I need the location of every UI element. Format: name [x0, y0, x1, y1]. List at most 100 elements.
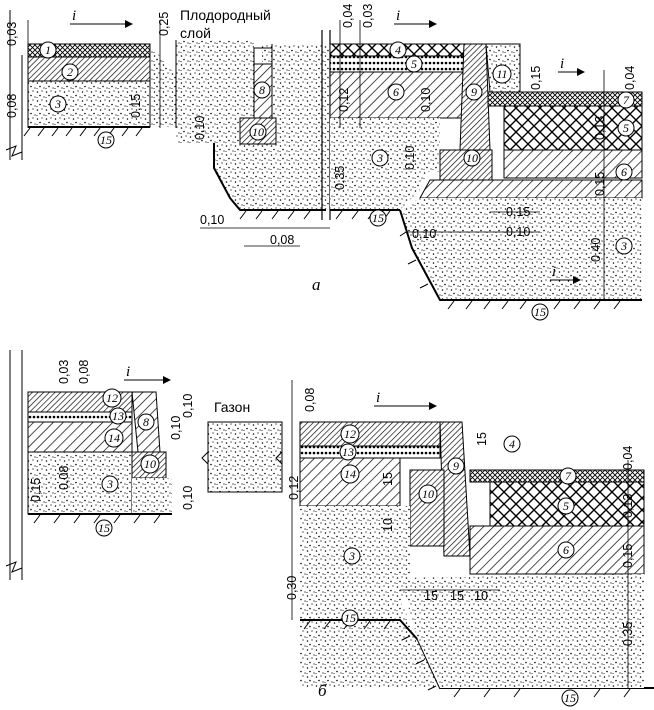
layer-2-base [27, 56, 151, 82]
callout-b-12: 4 [503, 435, 521, 453]
dim-a-2: 0,08 [5, 94, 19, 118]
svg-text:14: 14 [108, 431, 120, 445]
svg-text:8: 8 [259, 83, 265, 97]
fertile-layer-label-line1: Плодородный [180, 7, 271, 23]
callout-a-12: 10 [463, 149, 481, 167]
callout-b-8: 12 [340, 424, 360, 444]
dim-b-20: 0,35 [621, 622, 635, 646]
callout-a-1: 1 [39, 41, 57, 59]
svg-text:5: 5 [563, 499, 569, 513]
callout-a-16: 5 [617, 119, 635, 137]
callout-a-6: 10 [249, 123, 267, 141]
slope-label-a4: i [552, 264, 556, 280]
callout-b-19: 15 [561, 689, 579, 707]
right-sand [400, 198, 642, 300]
svg-text:3: 3 [106, 477, 113, 491]
dim-b-10: 15 [381, 472, 395, 486]
dim-b-11: 0,30 [285, 576, 299, 600]
callout-b-11: 9 [447, 457, 465, 475]
section-b: Газон i i 0,03 0,08 0,10 0,10 0,15 0,08 … [5, 350, 654, 707]
dim-b-2: 0,08 [77, 360, 91, 384]
callout-a-9: 6 [387, 83, 405, 101]
svg-text:15: 15 [100, 133, 112, 147]
layer-12b-surface [299, 421, 441, 447]
svg-text:15: 15 [344, 611, 356, 625]
svg-text:10: 10 [252, 125, 264, 139]
dim-b-13: 10 [381, 518, 395, 532]
dim-b-16: 10 [474, 589, 488, 603]
dim-a-11: 0,10 [419, 88, 433, 112]
svg-text:10: 10 [422, 487, 434, 501]
callout-b-16: 3 [343, 547, 361, 565]
callout-b-6: 3 [101, 475, 119, 493]
callout-a-8: 5 [405, 55, 423, 73]
svg-text:14: 14 [344, 467, 356, 481]
dim-a-7: 0,08 [270, 233, 294, 247]
callout-a-18: 3 [615, 237, 633, 255]
sand-b-right [400, 574, 644, 688]
svg-text:15: 15 [372, 211, 384, 225]
callout-a-11: 9 [465, 83, 483, 101]
callout-a-19: 15 [531, 303, 549, 321]
callout-b-1: 12 [102, 388, 122, 408]
svg-text:2: 2 [67, 65, 73, 79]
dim-a-1: 0,03 [5, 22, 19, 46]
dim-a-5: 0,10 [193, 116, 207, 140]
callout-a-15: 7 [617, 91, 635, 109]
callout-b-18: 15 [341, 609, 359, 627]
dim-b-9: 0,12 [287, 476, 301, 500]
svg-text:3: 3 [348, 549, 355, 563]
svg-text:1: 1 [45, 43, 51, 57]
dim-b-18: 0,13 [621, 494, 635, 518]
svg-text:9: 9 [453, 459, 459, 473]
svg-text:6: 6 [393, 85, 399, 99]
layer-3-sand [27, 80, 151, 128]
svg-text:4: 4 [395, 43, 401, 57]
slope-label-a2: i [396, 8, 400, 24]
dim-a-14: 0,15 [529, 66, 543, 90]
callout-b-7: 15 [95, 519, 113, 537]
svg-text:4: 4 [509, 437, 515, 451]
svg-text:5: 5 [623, 121, 629, 135]
dim-a-3: 0,15 [129, 94, 143, 118]
svg-text:5: 5 [411, 57, 417, 71]
dim-a-21: 0,10 [506, 225, 530, 239]
svg-text:3: 3 [54, 97, 61, 111]
layer-7b-surface [469, 469, 645, 483]
dim-a-4: 0,25 [157, 12, 171, 36]
svg-text:3: 3 [620, 239, 627, 253]
dim-a-12: 0,35 [333, 166, 347, 190]
svg-text:15: 15 [534, 305, 546, 319]
callout-b-13: 10 [418, 484, 438, 504]
dim-b-6: 0,08 [57, 466, 71, 490]
callout-a-3: 3 [49, 95, 67, 113]
slope-label-a3: i [560, 56, 564, 72]
svg-text:3: 3 [376, 151, 383, 165]
lawn-label: Газон [214, 399, 250, 415]
svg-text:15: 15 [564, 691, 576, 705]
dim-b-17: 0,04 [621, 446, 635, 470]
callout-a-14: 11 [492, 64, 512, 84]
callout-a-17: 6 [615, 163, 633, 181]
slope-label-b2: i [376, 390, 380, 406]
fertile-layer-label-line2: слой [180, 25, 211, 41]
dim-b-8: 0,08 [303, 388, 317, 412]
slope-label-a1: i [72, 8, 76, 24]
callout-b-4: 14 [104, 428, 124, 448]
callout-b-5: 10 [140, 454, 160, 474]
dim-a-8: 0,04 [341, 4, 355, 28]
dim-a-19: 0,10 [412, 227, 436, 241]
callout-b-9: 13 [339, 443, 357, 461]
svg-text:6: 6 [621, 165, 627, 179]
dim-b-3: 0,10 [181, 394, 195, 418]
dim-a-15: 0,04 [623, 66, 637, 90]
svg-text:10: 10 [144, 457, 156, 471]
slope-label-b1: i [126, 364, 130, 380]
caption-b: б [318, 681, 327, 700]
svg-text:13: 13 [112, 409, 124, 423]
callout-b-17: 6 [557, 541, 575, 559]
callout-a-13: 15 [369, 209, 387, 227]
svg-text:15: 15 [98, 521, 110, 535]
dim-b-4: 0,10 [169, 416, 183, 440]
dim-b-19: 0,15 [621, 544, 635, 568]
